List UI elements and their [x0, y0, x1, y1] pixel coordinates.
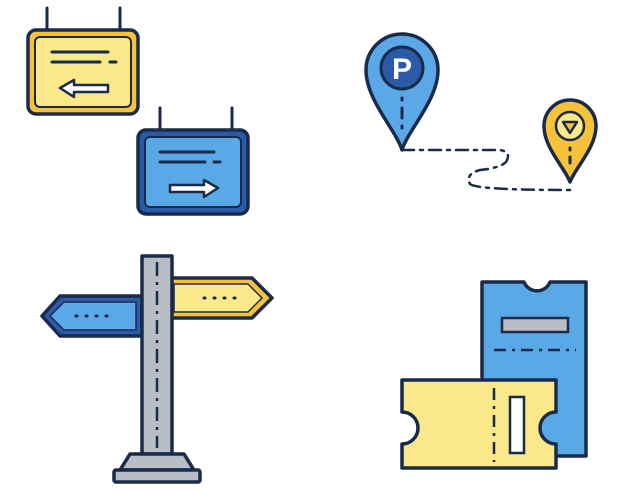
hanging-sign-left-arrow-icon: [26, 6, 140, 116]
hanging-sign-right-arrow-icon: [136, 106, 250, 216]
signpost-icon: [40, 254, 274, 484]
parking-route-map-icon: P: [364, 32, 598, 192]
parking-letter: P: [392, 53, 412, 86]
tickets-icon: [400, 280, 588, 470]
